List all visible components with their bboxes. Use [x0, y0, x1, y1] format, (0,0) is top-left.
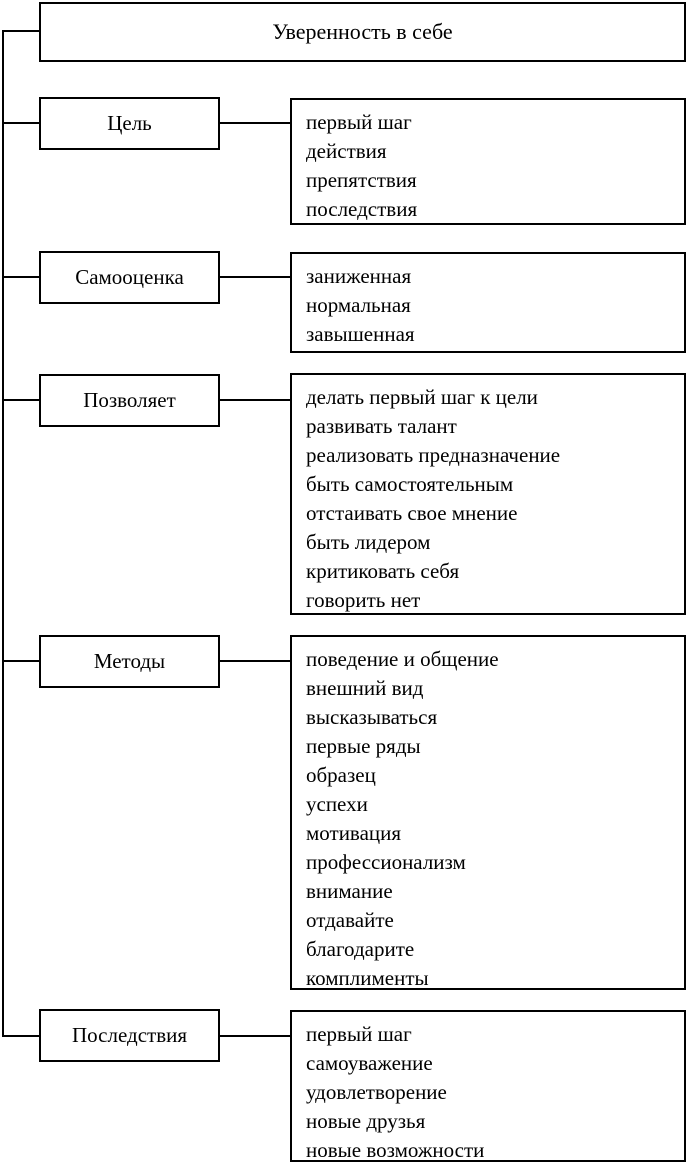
list-item: удовлетворение	[306, 1080, 447, 1104]
list-item: новые друзья	[306, 1109, 426, 1133]
tree-spine-line	[2, 30, 4, 1037]
list-item: делать первый шаг к цели	[306, 385, 538, 409]
list-item: быть лидером	[306, 530, 431, 554]
list-item: препятствия	[306, 168, 417, 192]
branch-node: Цель	[39, 97, 220, 150]
branch-connector-left	[2, 660, 40, 662]
list-item: заниженная	[306, 264, 412, 288]
leaf-items-box: поведение и общение внешний вид высказыват…	[290, 635, 686, 990]
branch-node: Самооценка	[39, 251, 220, 304]
list-item: внешний вид	[306, 676, 424, 700]
branch-connector-left	[2, 1035, 40, 1037]
list-item: внимание	[306, 879, 393, 903]
branch-node: Позволяет	[39, 374, 220, 427]
list-item: действия	[306, 139, 387, 163]
branch-connector-right	[219, 660, 291, 662]
branch-connector-right	[219, 1035, 291, 1037]
root-node-label: Уверенность в себе	[272, 19, 453, 44]
list-item: благодарите	[306, 937, 415, 961]
list-item: первые ряды	[306, 734, 421, 758]
leaf-items-box: первый шаг действия препятствия последствия	[290, 98, 686, 225]
list-item: последствия	[306, 197, 418, 221]
root-node: Уверенность в себе	[39, 2, 686, 62]
branch-connector-left	[2, 399, 40, 401]
list-item: нормальная	[306, 293, 411, 317]
branch-node: Методы	[39, 635, 220, 688]
leaf-items-box: делать первый шаг к цели развивать талант…	[290, 373, 686, 615]
branch-connector-left	[2, 122, 40, 124]
root-connector-line	[2, 30, 39, 32]
branch-node-label: Позволяет	[83, 388, 176, 412]
branch-node-label: Последствия	[71, 1023, 188, 1047]
list-item: первый шаг	[306, 110, 412, 134]
branch-node-label: Самооценка	[75, 265, 184, 289]
branch-node-label: Цель	[107, 111, 152, 135]
list-item: завышенная	[306, 322, 415, 346]
list-item: отдавайте	[306, 908, 394, 932]
list-item: первый шаг	[306, 1022, 412, 1046]
list-item: развивать талант	[306, 414, 457, 438]
list-item: быть самостоятельным	[306, 472, 514, 496]
leaf-items-box: заниженная нормальная завышенная	[290, 252, 686, 353]
branch-node: Последствия	[39, 1009, 220, 1062]
list-item: высказываться	[306, 705, 438, 729]
list-item: успехи	[306, 792, 368, 816]
list-item: отстаивать свое мнение	[306, 501, 518, 525]
branch-connector-right	[219, 399, 291, 401]
list-item: критиковать себя	[306, 559, 460, 583]
leaf-items-box: первый шаг самоуважение удовлетворение новы…	[290, 1010, 686, 1162]
branch-connector-right	[219, 276, 291, 278]
list-item: самоуважение	[306, 1051, 433, 1075]
list-item: реализовать предназначение	[306, 443, 561, 467]
list-item: профессионализм	[306, 850, 466, 874]
branch-connector-right	[219, 122, 291, 124]
branch-connector-left	[2, 276, 40, 278]
list-item: поведение и общение	[306, 647, 499, 671]
list-item: новые возможности	[306, 1138, 485, 1162]
list-item: мотивация	[306, 821, 402, 845]
branch-node-label: Методы	[93, 649, 166, 673]
list-item: говорить нет	[306, 588, 421, 612]
list-item: комплименты	[306, 966, 429, 990]
list-item: образец	[306, 763, 376, 787]
